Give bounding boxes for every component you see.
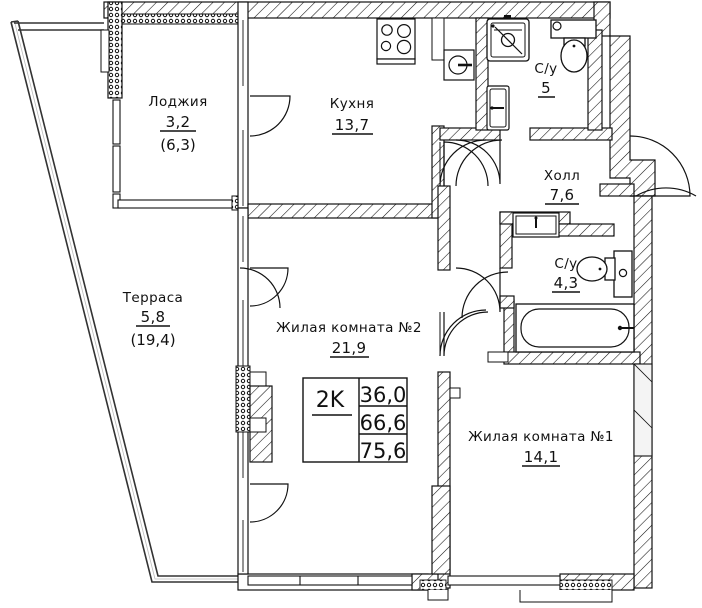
bathtub-icon xyxy=(515,303,635,353)
door-kitchen xyxy=(443,141,489,187)
stats-usable-area: 66,6 xyxy=(360,411,407,435)
door-swing-extra[interactable] xyxy=(239,139,697,357)
window-right-wall xyxy=(633,363,653,457)
loggia-wall xyxy=(100,1,247,99)
room-label-wc1: С/у xyxy=(534,61,557,77)
terrace-outline xyxy=(10,20,238,583)
room-label-room2: Жилая комната №2 xyxy=(276,320,422,336)
room-area-full-loggia: (6,3) xyxy=(160,136,196,154)
room-area-room2: 21,9 xyxy=(332,339,367,357)
door-room2-top xyxy=(249,267,289,307)
terrace-top-edge xyxy=(14,22,104,31)
room-label-hall: Холл xyxy=(544,168,580,184)
room-area-wc1: 5 xyxy=(541,79,551,97)
stats-box: 2K 36,0 66,6 75,6 xyxy=(302,377,408,463)
door-loggia xyxy=(249,95,291,137)
room-label-kitchen: Кухня xyxy=(330,96,375,112)
room-area-terrace: 5,8 xyxy=(141,308,166,326)
loggia-glazing xyxy=(112,99,241,209)
room-area-full-terrace: (19,4) xyxy=(130,331,175,349)
stats-living-area: 36,0 xyxy=(360,383,407,407)
door-entrance xyxy=(629,135,691,197)
terrace-outline-inner xyxy=(14,21,238,580)
terrace-rail-cap xyxy=(10,20,19,23)
room-label-loggia: Лоджия xyxy=(148,94,207,110)
room-area-loggia: 3,2 xyxy=(166,113,191,131)
room-area-kitchen: 13,7 xyxy=(335,116,370,134)
door-wc1 xyxy=(455,139,501,185)
washing-machine-icon xyxy=(486,15,530,62)
room-area-room1: 14,1 xyxy=(524,448,559,466)
toilet-icon-2 xyxy=(576,250,633,298)
door-wc2 xyxy=(455,267,501,313)
room-label-terrace: Терраса xyxy=(122,290,183,306)
stats-type: 2K xyxy=(316,388,345,413)
washbasin-icon-2 xyxy=(512,212,560,238)
sink-icon xyxy=(443,49,475,81)
door-room1 xyxy=(443,311,489,357)
room-label-wc2: С/у xyxy=(554,256,577,272)
windows xyxy=(247,575,613,603)
room-labels: Лоджия 3,2 (6,3) Кухня 13,7 С/у 5 Холл 7… xyxy=(122,61,614,467)
stats-total-area: 75,6 xyxy=(360,439,407,463)
door-room2-bottom xyxy=(249,483,289,523)
room-area-hall: 7,6 xyxy=(550,186,575,204)
washbasin-icon xyxy=(486,85,510,131)
room-label-room1: Жилая комната №1 xyxy=(468,429,614,445)
stove-icon xyxy=(376,18,416,65)
toilet-icon xyxy=(550,19,597,73)
room-area-wc2: 4,3 xyxy=(554,274,579,292)
